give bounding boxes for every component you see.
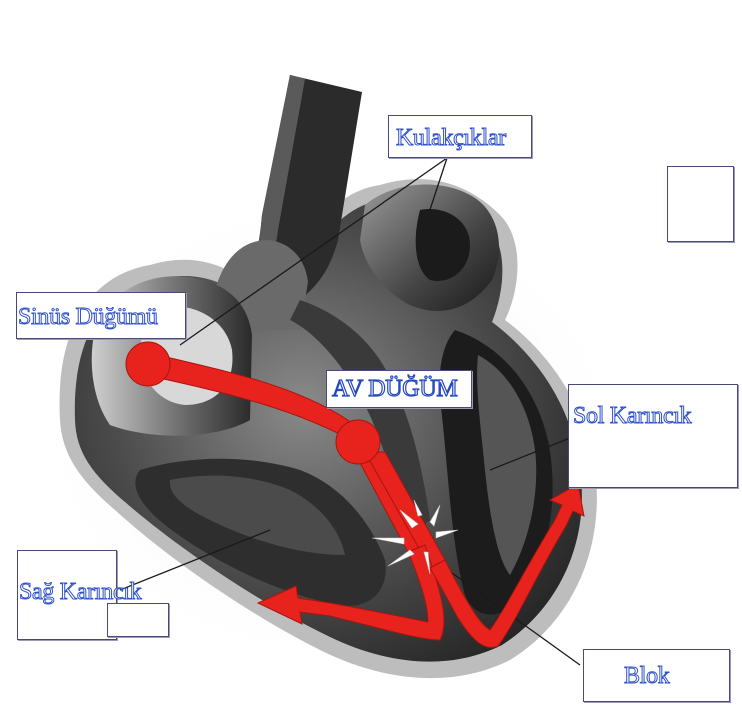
block-label: Blok	[623, 663, 670, 689]
spark-ray	[413, 499, 423, 517]
spark-ray	[435, 529, 459, 539]
spark-ray	[429, 504, 441, 527]
conduction-pathway	[125, 341, 585, 648]
right-ventricle-inner	[169, 475, 345, 555]
av-node-dot	[335, 419, 381, 465]
block-spark	[371, 499, 459, 575]
block-label-box	[583, 649, 730, 702]
sinus-node-label: Sinüs Düğümü	[18, 304, 159, 330]
spark-ray	[387, 549, 415, 567]
left-ventricle-label-box	[568, 384, 738, 488]
leader-atria-left	[179, 157, 448, 346]
spark-ray	[399, 509, 419, 529]
right-ventricle-sub-box	[107, 603, 169, 637]
leader-left-ventricle	[489, 437, 571, 471]
sinus-node-label-box	[16, 292, 186, 339]
spark-ray	[423, 551, 431, 575]
leader-atria-right	[419, 157, 448, 241]
right-ventricle-label: Sağ Karıncık	[18, 579, 142, 605]
aorta-highlight	[248, 75, 305, 288]
av-node-label: AV DÜĞÜM	[331, 376, 458, 402]
leader-right-ventricle	[119, 529, 271, 591]
av-node-label-box	[326, 370, 472, 408]
right-ventricle-label-box	[17, 550, 117, 640]
left-ventricle-label: Sol Karıncık	[572, 403, 692, 429]
right-bundle-branch	[256, 544, 445, 641]
left-bundle-branch	[429, 483, 585, 648]
empty-box-top-right	[667, 166, 734, 242]
sinus-node-dot	[125, 341, 171, 387]
atria-label: Kulakçıklar	[396, 125, 507, 151]
atria-label-box	[388, 115, 532, 158]
left-atrium-cavity	[415, 209, 470, 281]
spark-ray	[371, 537, 405, 545]
left-ventricle-wall	[477, 355, 537, 575]
